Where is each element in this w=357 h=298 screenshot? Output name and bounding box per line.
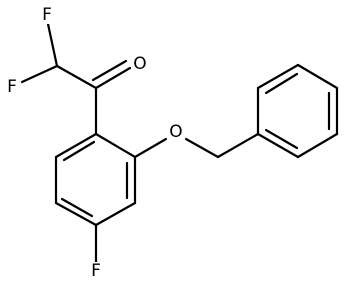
atom-f-ring: F: [91, 261, 101, 281]
label-bg-f-top: [39, 6, 55, 24]
bond-ether-o-ch2: [184, 137, 220, 159]
bond-ch2-phenyl: [216, 132, 260, 159]
ring1-bond-1: [94, 132, 137, 159]
bond-chf2-f-top: [46, 22, 59, 68]
bond-carbonyl-oxygen-1: [94, 66, 132, 90]
label-bg-o-ether: [167, 123, 185, 141]
ring1-inner-2: [60, 197, 94, 218]
ring2-bond-6: [256, 132, 300, 159]
ring1-inner-3: [62, 140, 96, 162]
ring1-bond-3: [94, 201, 137, 227]
ring2-inner-3: [264, 128, 299, 150]
ring1-bond-6: [54, 132, 98, 159]
ring2-bond-3: [296, 63, 339, 90]
atom-f-top: F: [42, 5, 52, 25]
bond-carbonyl-oxygen-2: [91, 59, 128, 82]
label-bg-o-carbonyl: [131, 55, 148, 73]
atom-f-left: F: [7, 77, 17, 97]
bond-chf2-f-left: [20, 64, 59, 84]
bond-ring-ether-o: [133, 137, 168, 159]
ring1-bond-4: [54, 201, 98, 227]
atom-o-carbonyl: O: [133, 54, 146, 74]
label-bg-f-left: [4, 78, 20, 96]
ring2-bond-5: [296, 132, 339, 159]
bond-chf2-carbonyl: [55, 64, 98, 90]
ring2-bond-2: [256, 63, 300, 90]
ring2-inner-1: [264, 72, 299, 95]
label-bg-f-ring: [88, 262, 104, 280]
atom-o-ether: O: [169, 122, 182, 142]
